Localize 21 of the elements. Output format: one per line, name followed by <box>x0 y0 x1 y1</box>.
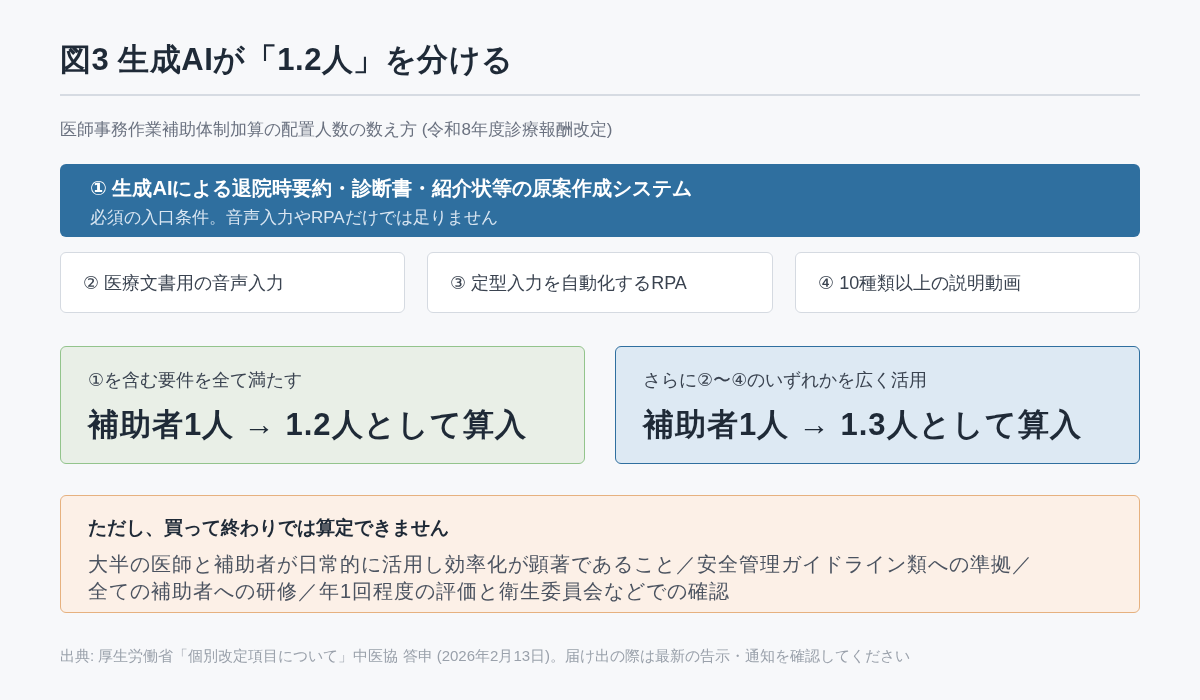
option-box <box>60 252 405 313</box>
subtitle: 医師事務作業補助体制加算の配置人数の数え方 (令和8年度診療報酬改定) <box>60 119 613 141</box>
option-label: ③ 定型入力を自動化するRPA <box>450 271 688 295</box>
result-box <box>615 346 1140 464</box>
result-text: 補助者1人 → 1.3人として算入 <box>643 406 1082 444</box>
banner-text: 必須の入口条件。音声入力やRPAだけでは足りません <box>90 207 498 229</box>
banner-heading: ① 生成AIによる退院時要約・診断書・紹介状等の原案作成システム <box>90 176 693 201</box>
note-box <box>60 495 1140 613</box>
condition-text: さらに②〜④のいずれかを広く活用 <box>643 369 928 392</box>
result-box <box>60 346 585 464</box>
source-note: 出典: 厚生労働省「個別改定項目について」中医協 答申 (2026年2月13日)。届け出の際は最新の告示・通知を確認してください <box>60 646 911 666</box>
note-heading: ただし、買って終わりでは算定できません <box>88 516 449 540</box>
option-label: ② 医療文書用の音声入力 <box>83 271 286 295</box>
option-box <box>795 252 1140 313</box>
requirement-banner <box>60 164 1140 237</box>
condition-text: ①を含む要件を全て満たす <box>88 369 303 392</box>
note-text: 大半の医師と補助者が日常的に活用し効率化が顕著であること／安全管理ガイドライン類への準拠／全ての補助者への研修／年1回程度の評価と衛生委員会などでの確認 <box>88 552 1034 604</box>
option-label: ④ 10種類以上の説明動画 <box>818 271 1023 295</box>
title: 図3 生成AIが「1.2人」を分ける <box>60 41 514 79</box>
option-box <box>427 252 773 313</box>
result-text: 補助者1人 → 1.2人として算入 <box>88 406 527 444</box>
